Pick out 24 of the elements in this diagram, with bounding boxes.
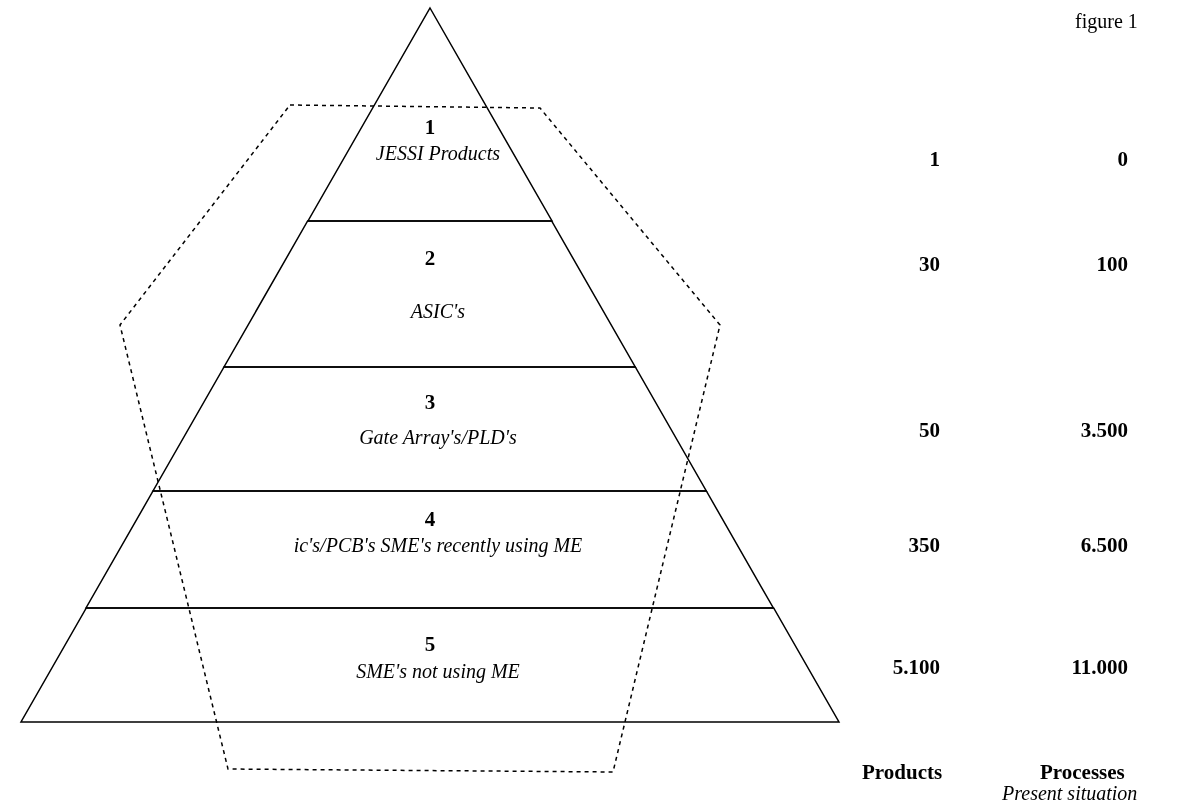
caption: Present situation	[1002, 782, 1138, 805]
column-header: Products	[862, 760, 943, 785]
table-value: 5.100	[891, 655, 940, 680]
band-label: JESSI Products	[374, 141, 502, 166]
table-value: 11.000	[1070, 655, 1128, 680]
band-number: 2	[423, 246, 437, 270]
table-value: 0	[1116, 147, 1128, 172]
table-value: 30	[918, 252, 940, 277]
band-label: ASIC's	[409, 299, 467, 324]
table-value: 1	[928, 147, 940, 172]
band-label: ic's/PCB's SME's recently using ME	[292, 533, 584, 558]
band-label: Gate Array's/PLD's	[358, 425, 518, 450]
table-value: 350	[907, 533, 940, 558]
column-header: Processes	[1040, 760, 1125, 785]
table-value: 3.500	[1079, 418, 1128, 443]
table-value: 6.500	[1079, 533, 1128, 558]
band-number: 1	[423, 115, 437, 139]
band-number: 5	[423, 632, 437, 656]
band-label: SME's not using ME	[355, 659, 521, 684]
table-value: 100	[1095, 252, 1128, 277]
table-value: 50	[918, 418, 940, 443]
band-number: 4	[423, 507, 437, 531]
figure-title: figure 1	[1075, 10, 1138, 33]
band-number: 3	[423, 390, 437, 414]
